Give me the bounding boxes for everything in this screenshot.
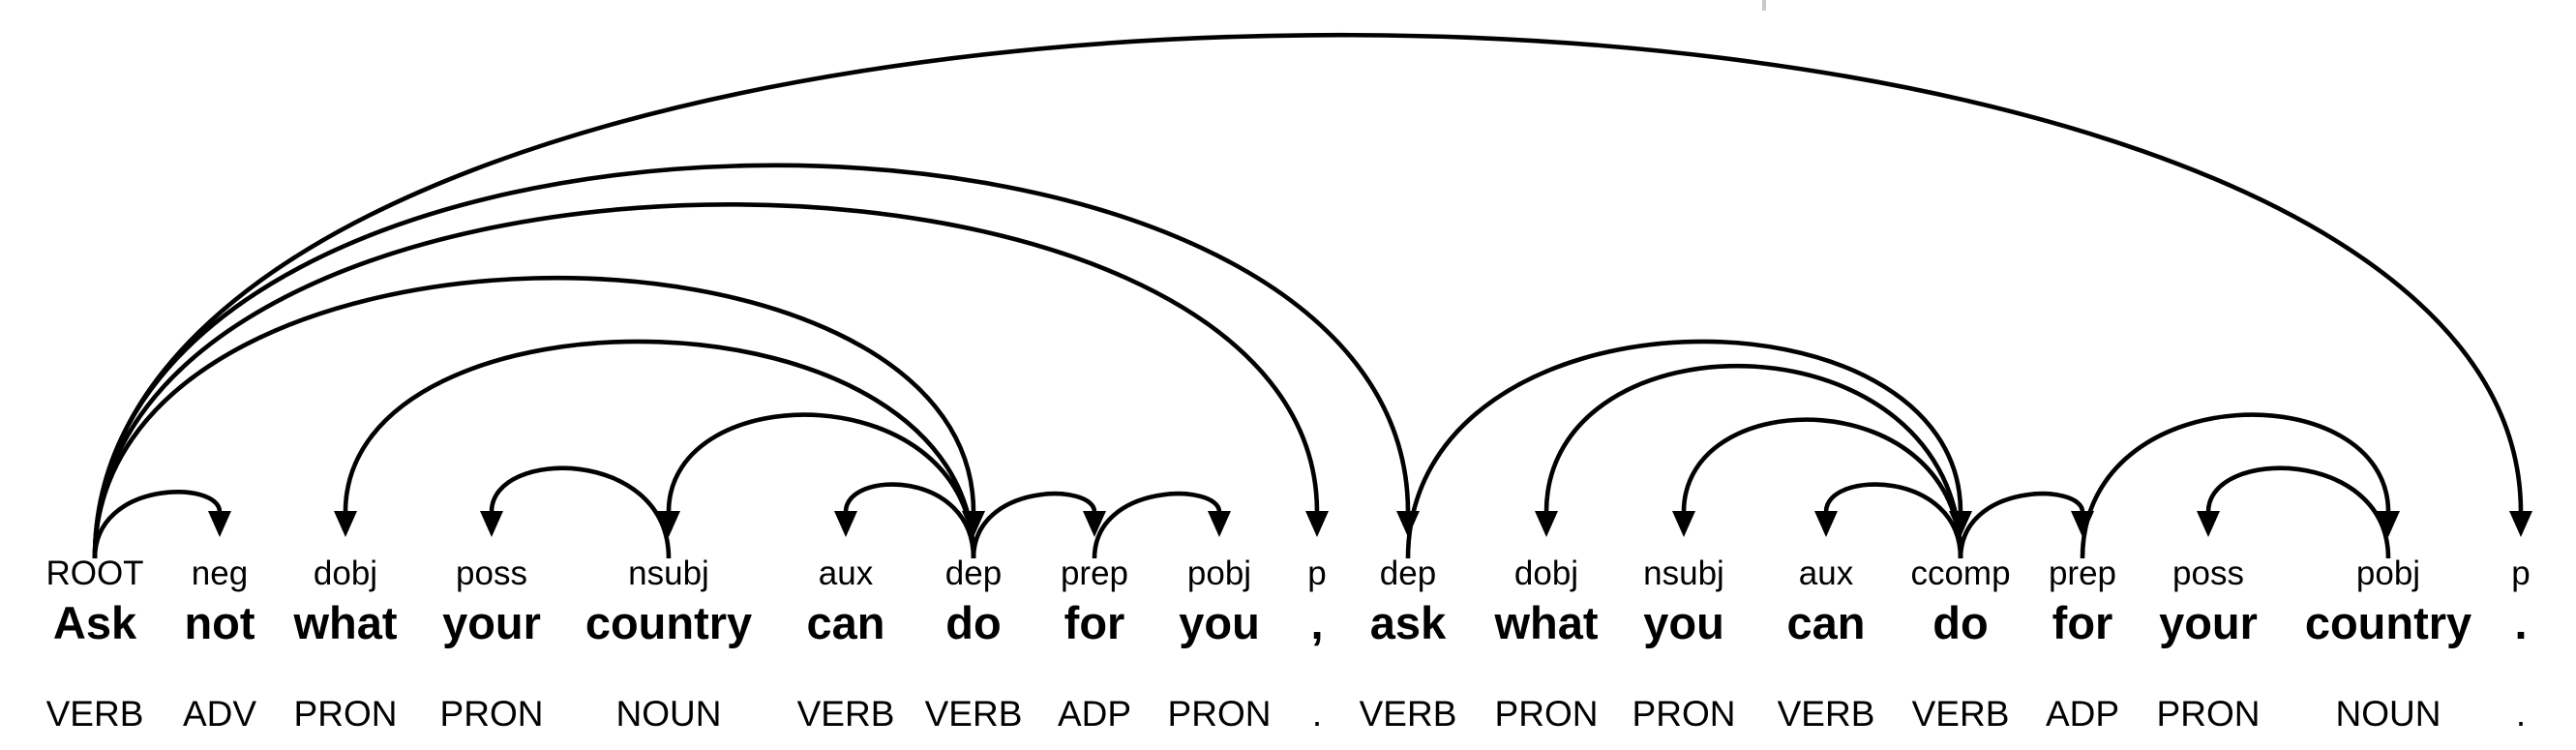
token-word: your (442, 597, 541, 648)
token-word: . (2514, 597, 2528, 648)
token-relation-label: prep (2048, 555, 2117, 592)
token-relation-label: pobj (2355, 555, 2421, 592)
arrow-head-icon (1305, 511, 1329, 537)
token-pos-tag: ADP (2045, 694, 2120, 734)
arrow-head-icon (1672, 511, 1695, 537)
dependency-arc (2080, 412, 2391, 559)
token-word: country (2304, 597, 2472, 648)
token-word: you (1643, 597, 1724, 648)
token-word: you (1179, 597, 1260, 648)
dependency-arc (1543, 363, 1963, 559)
dependency-arc (666, 412, 976, 559)
token-word: do (1932, 597, 1989, 648)
token-relation-label: aux (1798, 555, 1854, 592)
token-word: what (293, 597, 398, 648)
arrow-head-icon (208, 511, 231, 537)
token-word: Ask (52, 597, 137, 648)
token-relation-label: p (2511, 555, 2531, 592)
arrow-head-icon (657, 511, 680, 537)
cursor-tick-artifact (1762, 0, 1766, 11)
token-pos-tag: VERB (1911, 694, 2010, 734)
token-word: ask (1369, 597, 1447, 648)
arrow-head-icon (1083, 511, 1106, 537)
dependency-arc (971, 491, 1097, 559)
token-word: what (1494, 597, 1599, 648)
arrow-head-icon (480, 511, 503, 537)
token-pos-tag: PRON (2156, 694, 2261, 734)
token-pos-tag: VERB (45, 694, 144, 734)
token-word: do (945, 597, 1002, 648)
token-word: for (2052, 597, 2113, 648)
token-pos-tag: ADP (1057, 694, 1132, 734)
dependency-arc (343, 339, 976, 559)
token-word: , (1310, 597, 1324, 648)
arrow-head-icon (1814, 511, 1838, 537)
dependency-arc (1823, 482, 1963, 559)
dependency-arc (1681, 417, 1963, 559)
token-relation-label: dep (1379, 555, 1437, 592)
token-relation-label: dobj (1513, 555, 1579, 592)
token-pos-tag: . (2515, 694, 2527, 734)
token-pos-tag: NOUN (615, 694, 722, 734)
token-word: not (184, 597, 255, 648)
token-pos-tag: PRON (1494, 694, 1599, 734)
dependency-arc (1092, 491, 1222, 559)
token-relation-label: neg (191, 555, 249, 592)
token-relation-label: nsubj (1643, 555, 1724, 592)
arrow-head-icon (1535, 511, 1558, 537)
token-relation-label: prep (1060, 555, 1129, 592)
token-relation-label: poss (2172, 555, 2244, 592)
token-relation-label: nsubj (628, 555, 709, 592)
token-pos-tag: VERB (1359, 694, 1457, 734)
token-pos-tag: PRON (439, 694, 544, 734)
token-pos-tag: ADV (182, 694, 257, 734)
token-word: can (1786, 597, 1866, 648)
arrow-head-icon (1208, 511, 1231, 537)
arrow-head-icon (2377, 511, 2400, 537)
dependency-arc (1958, 491, 2085, 559)
arrow-head-icon (1949, 511, 1972, 537)
token-pos-tag: PRON (293, 694, 398, 734)
arrow-head-icon (2509, 511, 2532, 537)
token-relation-label: aux (818, 555, 874, 592)
token-pos-tag: VERB (1777, 694, 1875, 734)
token-relation-label: dep (944, 555, 1003, 592)
token-pos-tag: . (1311, 694, 1323, 734)
token-word: for (1063, 597, 1125, 648)
dependency-arc (2205, 465, 2391, 559)
token-relation-label: ccomp (1910, 555, 2011, 592)
token-relation-label: p (1307, 555, 1327, 592)
arrow-head-icon (334, 511, 357, 537)
token-word: can (806, 597, 885, 648)
token-word: your (2159, 597, 2258, 648)
token-pos-tag: VERB (796, 694, 895, 734)
dependency-arc (92, 32, 2524, 559)
dependency-arc (1405, 339, 1963, 559)
dependency-arc (92, 163, 1411, 559)
dependency-arc (92, 275, 976, 559)
token-relation-label: dobj (313, 555, 378, 592)
dependency-arc (489, 465, 672, 559)
arrow-head-icon (834, 511, 857, 537)
dependency-arc (843, 482, 976, 559)
arrow-head-icon (2197, 511, 2220, 537)
token-pos-tag: PRON (1632, 694, 1736, 734)
token-pos-tag: PRON (1167, 694, 1272, 734)
token-relation-label: ROOT (45, 555, 144, 592)
dependency-arc (92, 490, 223, 559)
dependency-arc (92, 202, 1320, 559)
token-pos-tag: VERB (924, 694, 1023, 734)
token-pos-tag: NOUN (2335, 694, 2441, 734)
arrow-head-icon (962, 511, 985, 537)
token-relation-label: poss (456, 555, 527, 592)
token-relation-label: pobj (1186, 555, 1252, 592)
token-word: country (584, 597, 753, 648)
